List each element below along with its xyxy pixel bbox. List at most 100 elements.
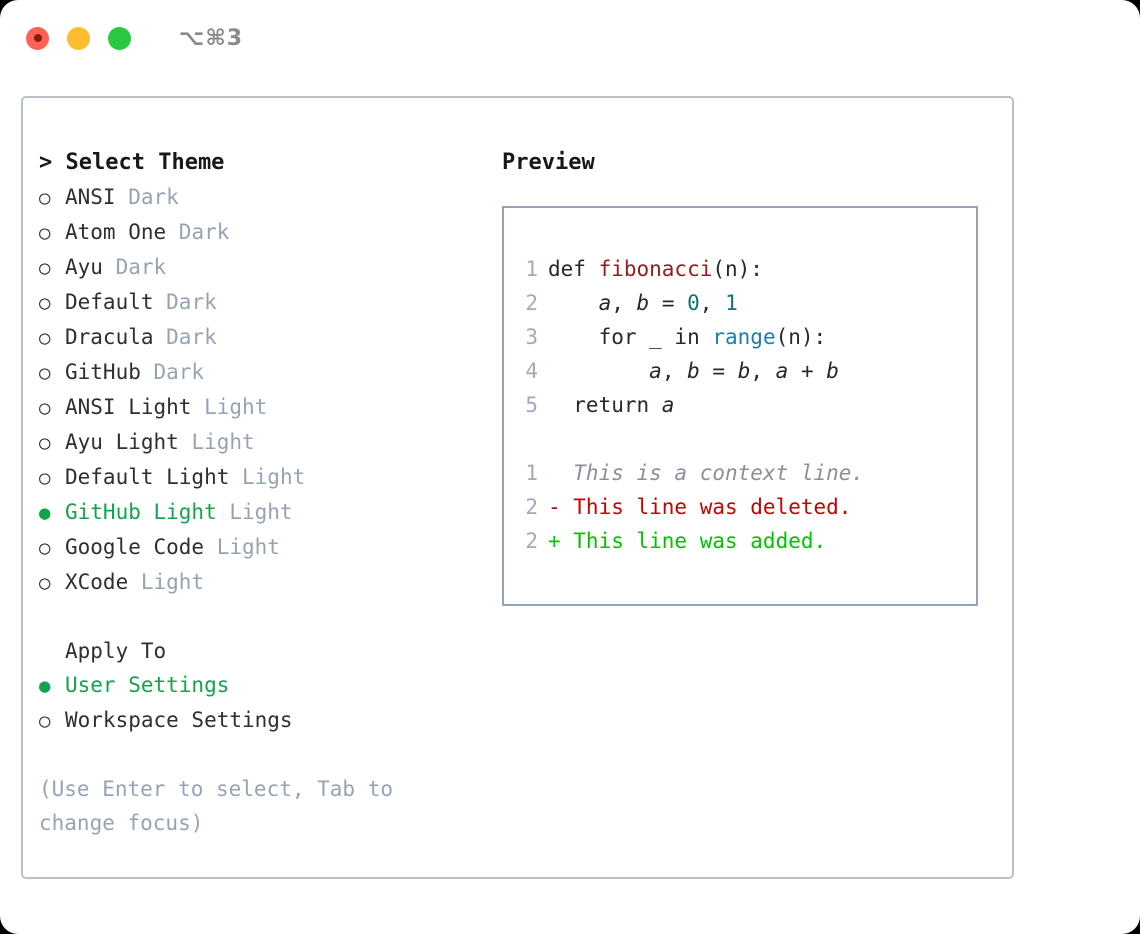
main-panel: > Select Theme ○ANSI Dark○Atom One Dark○… xyxy=(21,96,1014,879)
theme-option-dracula[interactable]: ○Dracula Dark xyxy=(39,320,479,355)
theme-option-label: Ayu xyxy=(65,255,103,279)
theme-option-atom-one[interactable]: ○Atom One Dark xyxy=(39,215,479,250)
theme-option-label: Dracula xyxy=(65,325,154,349)
theme-selector-column: > Select Theme ○ANSI Dark○Atom One Dark○… xyxy=(39,146,479,840)
theme-option-label: ANSI xyxy=(65,185,116,209)
select-theme-header: > Select Theme xyxy=(39,150,225,175)
maximize-button[interactable] xyxy=(108,26,131,50)
theme-option-ayu-light[interactable]: ○Ayu Light Light xyxy=(39,425,479,460)
radio-unselected-icon: ○ xyxy=(39,537,51,559)
list-spacer xyxy=(39,600,479,634)
theme-option-variant: Light xyxy=(204,535,280,559)
code-token: a xyxy=(661,393,675,417)
code-line-number: 4 xyxy=(525,359,538,383)
theme-option-default-light[interactable]: ○ Default Light Light xyxy=(39,460,479,495)
apply-to-option-label: Workspace Settings xyxy=(65,708,293,732)
apply-to-option-workspace-settings[interactable]: ○Workspace Settings xyxy=(39,703,479,738)
keyboard-hint: (Use Enter to select, Tab to change focu… xyxy=(39,777,394,835)
code-line: 1 def fibonacci(n): xyxy=(504,252,976,286)
theme-option-github[interactable]: ○GitHub Dark xyxy=(39,355,479,390)
radio-unselected-icon: ○ xyxy=(39,292,51,314)
theme-option-label: Atom One xyxy=(65,220,167,244)
close-button[interactable] xyxy=(26,26,49,50)
theme-option-variant: Light xyxy=(191,395,268,419)
code-line-text: a, b = 0, 1 xyxy=(548,286,738,320)
apply-to-header: Apply To xyxy=(65,639,167,663)
code-line-text: for _ in range(n): xyxy=(548,320,827,354)
theme-option-variant: Dark xyxy=(115,185,179,209)
code-token: b xyxy=(687,359,700,383)
diff-line-number: 1 xyxy=(525,461,538,485)
code-token: b xyxy=(737,359,751,383)
code-token: range xyxy=(712,325,776,349)
code-token: , xyxy=(750,359,776,383)
code-token: b xyxy=(636,291,650,315)
code-line-text: a, b = b, a + b xyxy=(548,354,839,388)
code-token: , xyxy=(699,291,726,315)
diff-sample: 1 This is a context line.2- This line wa… xyxy=(504,456,976,558)
code-line-number: 2 xyxy=(525,291,538,315)
theme-option-ansi-light[interactable]: ○ANSI Light Light xyxy=(39,390,479,425)
code-token: + xyxy=(788,359,827,383)
code-line-text: def fibonacci(n): xyxy=(548,252,763,286)
keyboard-shortcut-label: ⌥⌘3 xyxy=(179,25,244,51)
radio-unselected-icon: ○ xyxy=(39,327,51,349)
theme-option-variant: Light xyxy=(216,500,293,524)
window-controls xyxy=(26,26,131,50)
diff-line-number: 2 xyxy=(525,529,538,553)
radio-unselected-icon: ○ xyxy=(39,222,51,244)
minimize-button[interactable] xyxy=(67,26,90,50)
radio-unselected-icon: ○ xyxy=(39,467,51,489)
code-line: 4 a, b = b, a + b xyxy=(504,354,976,388)
code-line-number: 5 xyxy=(525,393,538,417)
theme-option-google-code[interactable]: ○Google Code Light xyxy=(39,530,479,565)
radio-unselected-icon: ○ xyxy=(39,397,51,419)
code-token: return xyxy=(548,393,662,417)
apply-to-option-user-settings[interactable]: ●User Settings xyxy=(39,668,479,703)
code-token: (n): xyxy=(712,257,763,281)
theme-option-label: Default Light xyxy=(65,465,230,489)
theme-option-ayu[interactable]: ○Ayu Dark xyxy=(39,250,479,285)
code-token: 0 xyxy=(687,291,700,315)
theme-option-variant: Light xyxy=(128,570,205,594)
preview-title: Preview xyxy=(502,150,595,175)
code-line-text: return a xyxy=(548,388,674,422)
code-diff-separator xyxy=(504,422,976,456)
theme-list: ○ANSI Dark○Atom One Dark○Ayu Dark○Defaul… xyxy=(39,180,479,600)
apply-to-list: ●User Settings○Workspace Settings xyxy=(39,668,479,738)
code-token: a xyxy=(649,359,662,383)
code-token: , xyxy=(661,359,688,383)
theme-option-github-light[interactable]: ●GitHub Light Light xyxy=(39,495,479,530)
diff-line-text: + This line was added. xyxy=(548,529,827,553)
code-line: 5 return a xyxy=(504,388,976,422)
code-token: def xyxy=(548,257,599,281)
theme-option-label: XCode xyxy=(65,570,129,594)
theme-option-ansi[interactable]: ○ ANSI Dark xyxy=(39,180,479,215)
diff-line: 1 This is a context line. xyxy=(504,456,976,490)
radio-unselected-icon: ○ xyxy=(39,187,51,209)
code-token: , xyxy=(611,291,637,315)
code-token: = xyxy=(649,291,688,315)
theme-option-label: GitHub Light xyxy=(65,500,217,524)
diff-line-text: This is a context line. xyxy=(548,461,865,485)
theme-option-label: GitHub xyxy=(65,360,141,384)
radio-selected-icon: ● xyxy=(39,675,51,697)
radio-unselected-icon: ○ xyxy=(39,257,51,279)
theme-option-xcode[interactable]: ○XCode Light xyxy=(39,565,479,600)
theme-option-default[interactable]: ○Default Dark xyxy=(39,285,479,320)
code-line: 2 a, b = 0, 1 xyxy=(504,286,976,320)
code-token: (n): xyxy=(775,325,827,349)
theme-option-variant: Light xyxy=(229,465,306,489)
diff-line: 2- This line was deleted. xyxy=(504,490,976,524)
close-icon xyxy=(33,34,42,42)
theme-option-variant: Dark xyxy=(153,290,217,314)
title-bar: ⌥⌘3 xyxy=(0,0,1140,76)
code-line-number: 1 xyxy=(525,257,538,281)
code-token: 1 xyxy=(725,291,738,315)
theme-option-variant: Dark xyxy=(140,360,205,384)
diff-line: 2 + This line was added. xyxy=(504,524,976,558)
